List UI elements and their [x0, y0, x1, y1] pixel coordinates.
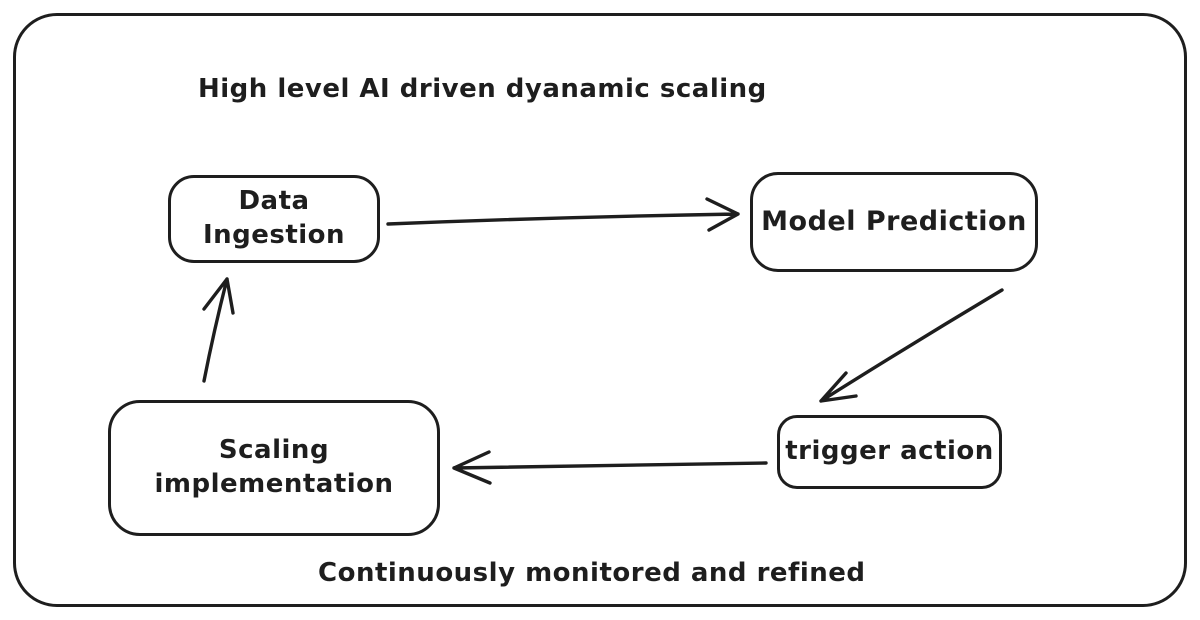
outer-border-frame — [13, 13, 1187, 607]
node-scaling-implementation-label: Scaling implementation — [154, 435, 394, 499]
node-data-ingestion-label: Data Ingestion — [202, 186, 346, 250]
diagram-footer: Continuously monitored and refined — [318, 558, 866, 588]
node-data-ingestion: Data Ingestion — [168, 175, 380, 263]
node-scaling-implementation: Scaling implementation — [108, 400, 440, 536]
diagram-title: High level AI driven dyanamic scaling — [198, 74, 767, 104]
node-trigger-action: trigger action — [777, 415, 1002, 489]
node-model-prediction-label: Model Prediction — [761, 206, 1027, 238]
node-trigger-action-label: trigger action — [785, 436, 994, 467]
node-model-prediction: Model Prediction — [750, 172, 1038, 272]
